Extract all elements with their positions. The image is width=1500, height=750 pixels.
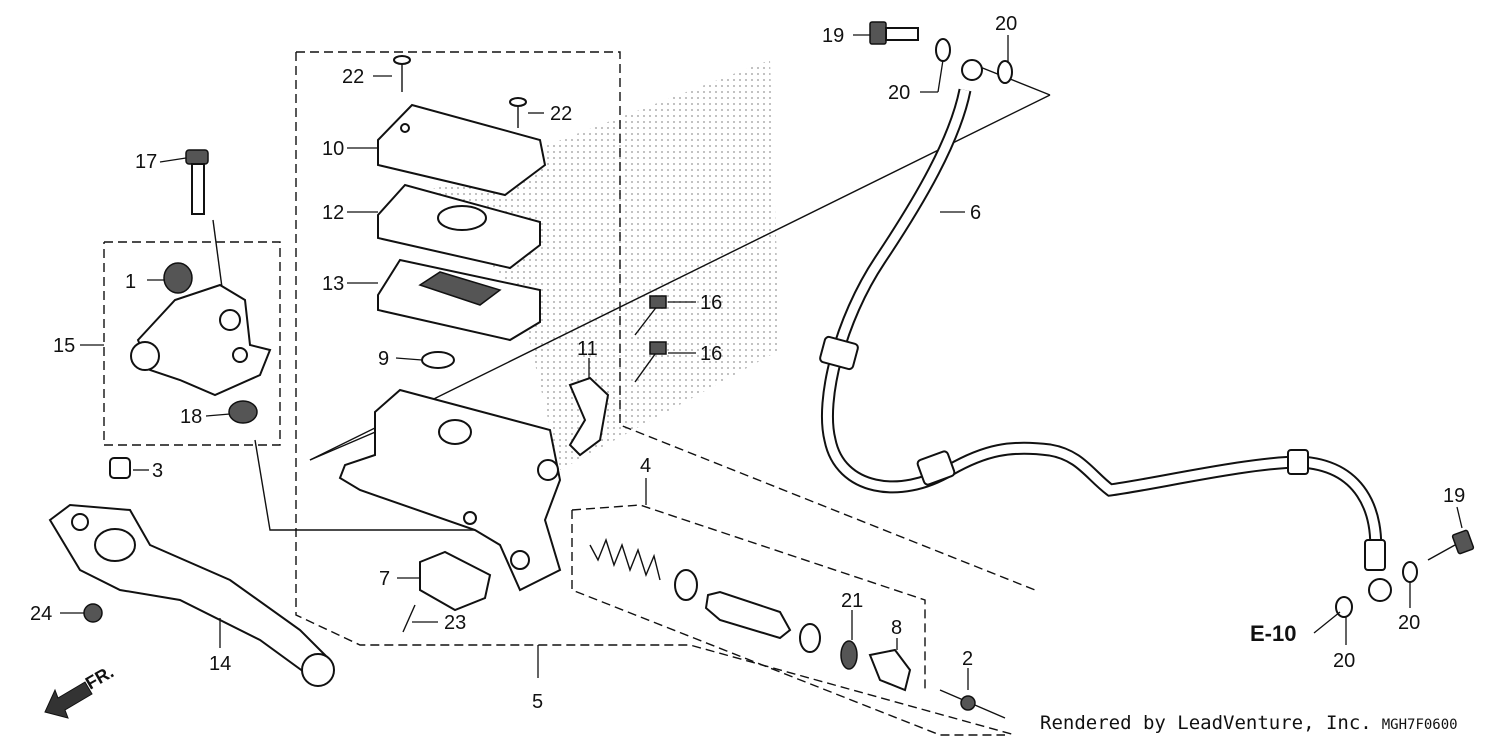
- diagram-code: MGH7F0600: [1381, 717, 1458, 733]
- hose-6: [819, 59, 1392, 602]
- callout-20d: 20: [1333, 650, 1355, 672]
- bolt-19-top: [869, 21, 919, 45]
- cap-1: [163, 262, 193, 294]
- callout-16b: 16: [700, 343, 722, 365]
- callout-18: 18: [180, 406, 202, 428]
- assembly-frames: [103, 51, 1036, 736]
- screw-23: [402, 604, 416, 633]
- cover-10: [377, 103, 547, 197]
- bolt-19-bottom: [1427, 529, 1475, 561]
- callout-8: 8: [891, 617, 902, 639]
- callout-10: 10: [322, 138, 344, 160]
- front-arrow: FR.: [44, 662, 117, 719]
- callout-15: 15: [53, 335, 75, 357]
- callout-21: 21: [841, 590, 863, 612]
- bolt-17: [185, 149, 209, 215]
- callout-11: 11: [577, 338, 598, 360]
- callout-22a: 22: [342, 66, 364, 88]
- callout-6: 6: [970, 202, 981, 224]
- callout-3: 3: [152, 460, 163, 482]
- callout-5: 5: [532, 691, 543, 713]
- callout-19b: 19: [1443, 485, 1465, 507]
- callout-23: 23: [444, 612, 466, 634]
- holder-15: [130, 283, 272, 397]
- plate-12: [377, 183, 541, 270]
- callout-labels: 1 2 3 4 5 6 7 8 9 10 11 12 13 14 15 16 1…: [30, 13, 1465, 713]
- washer: [799, 623, 821, 653]
- callout-14: 14: [209, 653, 231, 675]
- callout-22b: 22: [550, 103, 572, 125]
- cup: [674, 569, 698, 601]
- piston: [704, 590, 792, 640]
- clamp-11: [568, 376, 610, 457]
- circlip-21: [840, 640, 858, 670]
- master-cylinder-5: [338, 388, 562, 592]
- switch-7: [419, 550, 492, 612]
- float-9: [421, 351, 455, 369]
- spring: [589, 537, 661, 581]
- callout-20c: 20: [1398, 612, 1420, 634]
- pushrod-2: [939, 689, 1006, 719]
- screws-22: [393, 55, 527, 128]
- washers-20: [935, 38, 1418, 618]
- bolts-16: [634, 295, 667, 383]
- lever-14: [48, 503, 335, 687]
- callout-13: 13: [322, 273, 344, 295]
- collar-3: [109, 457, 131, 479]
- callout-17: 17: [135, 151, 157, 173]
- callout-24: 24: [30, 603, 52, 625]
- callout-16a: 16: [700, 292, 722, 314]
- nut-24: [83, 603, 103, 623]
- boot-8: [868, 648, 912, 692]
- callout-4: 4: [640, 455, 651, 477]
- callout-20b: 20: [888, 82, 910, 104]
- reference-e10: E-10: [1250, 621, 1296, 646]
- credit-text: Rendered by LeadVenture, Inc.: [1040, 712, 1372, 734]
- callout-2: 2: [962, 648, 973, 670]
- credit-footer: Rendered by LeadVenture, Inc. MGH7F0600: [1040, 712, 1458, 734]
- leader-lines: [60, 34, 1463, 690]
- callout-19a: 19: [822, 25, 844, 47]
- callout-12: 12: [322, 202, 344, 224]
- callout-1: 1: [125, 271, 136, 293]
- callout-9: 9: [378, 348, 389, 370]
- nut-18: [228, 400, 258, 424]
- diaphragm-13: [377, 258, 541, 342]
- callout-20a: 20: [995, 13, 1017, 35]
- callout-7: 7: [379, 568, 390, 590]
